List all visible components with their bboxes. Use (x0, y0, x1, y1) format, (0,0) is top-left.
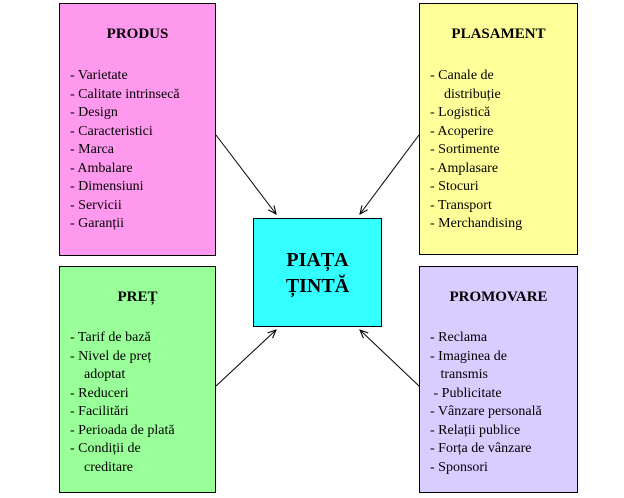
list-item: - Design (70, 105, 118, 120)
promovare-title: PROMOVARE (449, 289, 548, 305)
list-item: - Caracteristici (70, 123, 153, 139)
list-item: - Nivel de preț (70, 348, 152, 364)
pret-title: PREȚ (117, 289, 158, 305)
arrow-promovare (360, 330, 420, 387)
plasament-box: PLASAMENT - Canale de distribuție - Logis… (419, 3, 578, 255)
arrow-produs (215, 134, 276, 214)
produs-box: PRODUS - Varietate- Calitate intrinsecă-… (59, 3, 216, 256)
list-item: - Relații publice (430, 422, 521, 438)
list-item: - Tarif de bază (70, 330, 151, 345)
list-item: - Ambalare (70, 160, 133, 176)
list-item: creditare (70, 459, 133, 475)
list-item: - Amplasare (430, 160, 499, 176)
list-item: - Reclama (430, 330, 488, 345)
list-item: transmis (430, 367, 488, 382)
list-item: - Reduceri (70, 385, 129, 401)
list-item: - Canale de (430, 68, 494, 83)
list-item: - Varietate (70, 68, 128, 83)
list-item: - Stocuri (430, 179, 479, 194)
list-item: adoptat (70, 367, 126, 382)
center-line-1: PIAȚA (286, 248, 349, 271)
list-item: distribuție (430, 86, 501, 102)
list-item: - Imaginea de (430, 348, 507, 364)
promovare-list: - Reclama - Imaginea de transmis - Public… (430, 329, 542, 477)
produs-title: PRODUS (106, 26, 169, 42)
list-item: - Forța de vânzare (430, 441, 532, 456)
list-item: - Logistică (430, 105, 491, 120)
arrow-plasament (360, 134, 420, 214)
pret-list: - Tarif de bază - Nivel de preț adoptat - … (70, 329, 175, 477)
list-item: - Sponsori (430, 459, 488, 475)
list-item: - Dimensiuni (70, 179, 144, 194)
arrow-pret (215, 330, 276, 387)
piata-tinta-box: PIAȚA ȚINTĂ (253, 218, 382, 327)
list-item: - Merchandising (430, 216, 523, 231)
list-item: - Transport (430, 197, 492, 213)
list-item: - Vânzare personală (430, 404, 542, 419)
list-item: - Servicii (70, 197, 122, 213)
list-item: - Garanții (70, 216, 125, 231)
plasament-title: PLASAMENT (451, 26, 546, 42)
list-item: - Calitate intrinsecă (70, 86, 180, 102)
list-item: - Condiții de (70, 441, 141, 456)
list-item: - Perioada de plată (70, 422, 175, 438)
plasament-list: - Canale de distribuție - Logistică - Acop… (430, 67, 522, 234)
center-line-2: ȚINTĂ (285, 274, 350, 297)
produs-list: - Varietate - Calitate intrinsecă - Design… (70, 67, 180, 234)
list-item: - Sortimente (430, 142, 500, 157)
promovare-box: PROMOVARE - Reclama - Imaginea de transmi… (419, 266, 578, 493)
list-item: - Facilitări (70, 404, 129, 419)
list-item: - Marca (70, 142, 114, 157)
pret-box: PREȚ - Tarif de bază - Nivel de preț adop… (59, 266, 216, 493)
list-item: - Publicitate (430, 385, 502, 401)
list-item: - Acoperire (430, 123, 494, 139)
